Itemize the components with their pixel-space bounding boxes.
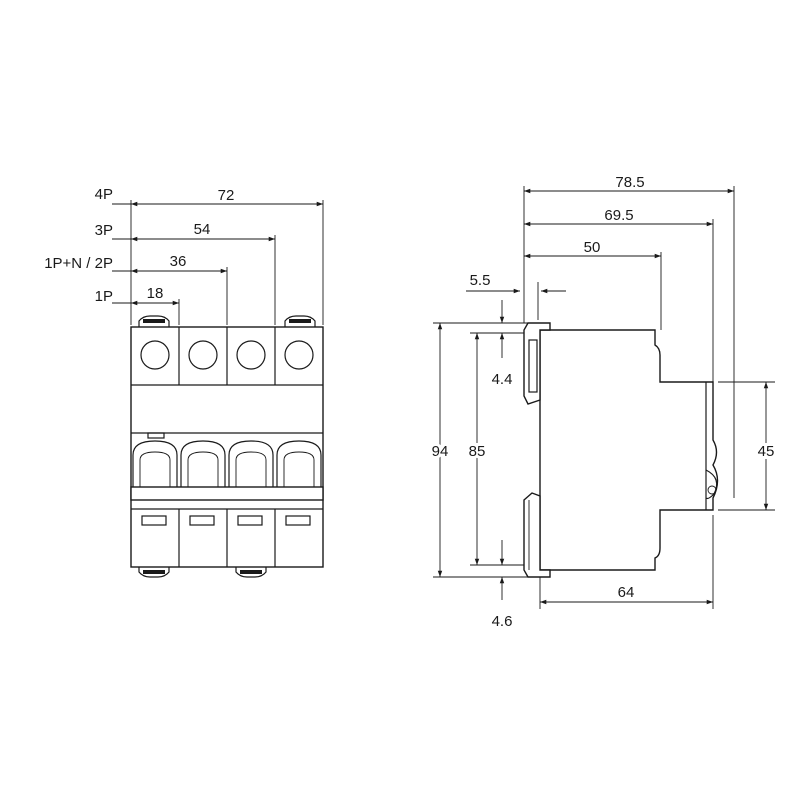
label-3p: 3P <box>95 222 113 239</box>
dim-78-5: 78.5 <box>615 174 644 191</box>
label-4p: 4P <box>95 186 113 203</box>
din-clip-bottom <box>523 492 551 578</box>
toggle-handles <box>132 440 322 487</box>
dim-54: 54 <box>194 221 211 238</box>
label-2p: 1P+N / 2P <box>44 255 113 272</box>
dim-4-6: 4.6 <box>492 613 513 630</box>
dim-45: 45 <box>758 443 775 460</box>
dim-50: 50 <box>584 239 601 256</box>
dim-5-5: 5.5 <box>470 272 491 289</box>
dim-72: 72 <box>218 187 235 204</box>
breaker-body-side <box>539 329 719 571</box>
dim-94: 94 <box>432 443 449 460</box>
front-view: 4P 3P 1P+N / 2P 1P 72 54 36 18 <box>44 186 324 578</box>
side-view: 78.5 69.5 50 5.5 94 85 4.4 4.6 <box>429 174 778 630</box>
dim-4-4: 4.4 <box>492 371 513 388</box>
dim-69-5: 69.5 <box>604 207 633 224</box>
dim-85: 85 <box>469 443 486 460</box>
label-1p: 1P <box>95 288 113 305</box>
dim-64: 64 <box>618 584 635 601</box>
dim-36: 36 <box>170 253 187 270</box>
dim-18: 18 <box>147 285 164 302</box>
